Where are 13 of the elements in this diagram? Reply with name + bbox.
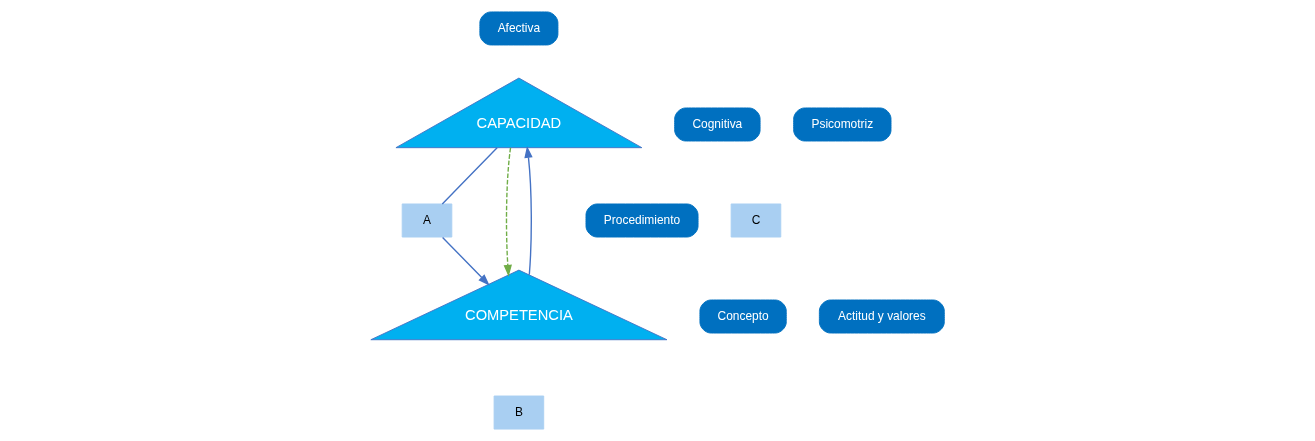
node-box: Concepto: [699, 299, 787, 334]
node-box: Actitud y valores: [818, 299, 945, 334]
arrow: [503, 147, 512, 277]
node-box: Cognitiva: [674, 107, 761, 142]
node-box: C: [730, 203, 782, 238]
arrow: [441, 236, 490, 286]
node-box: Procedimiento: [585, 203, 699, 238]
node-box: Psicomotriz: [793, 107, 892, 142]
arrow: [524, 145, 533, 276]
node-box: Afectiva: [479, 11, 559, 46]
node-box: A: [401, 203, 453, 238]
connector: [441, 147, 498, 205]
node-box: B: [493, 395, 545, 430]
